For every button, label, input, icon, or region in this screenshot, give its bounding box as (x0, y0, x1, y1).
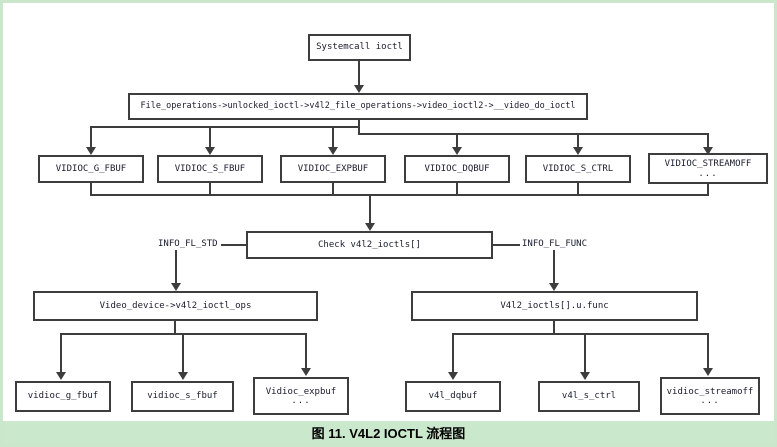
connector (577, 183, 579, 196)
ellipsis-label: ... (291, 396, 311, 407)
connector (358, 61, 360, 86)
node-label: VIDIOC_S_FBUF (174, 163, 246, 174)
connector (358, 133, 709, 135)
connector (332, 183, 334, 196)
arrowhead-down-icon (448, 372, 458, 380)
connector (456, 183, 458, 196)
node-label: VIDIOC_S_CTRL (542, 163, 614, 174)
connector (553, 321, 555, 334)
connector (209, 126, 211, 148)
branch-label-info-fl-func: INFO_FL_FUNC (522, 239, 588, 249)
connector (553, 250, 555, 285)
node-label: Check v4l2_ioctls[] (318, 239, 421, 250)
arrowhead-down-icon (703, 147, 713, 155)
node-label: vidioc_s_fbuf (147, 391, 218, 402)
arrowhead-down-icon (365, 223, 375, 231)
node-label: vidioc_g_fbuf (27, 391, 99, 402)
node-label: File_operations->unlocked_ioctl->v4l2_fi… (140, 101, 576, 112)
node-label: vidioc_streamoff (666, 386, 754, 397)
ellipsis-label: ... (698, 168, 718, 179)
arrowhead-down-icon (328, 147, 338, 155)
node-vidioc-s-ctrl-cmd: VIDIOC_S_CTRL (525, 155, 631, 183)
node-vidioc-s-fbuf-handler: vidioc_s_fbuf (131, 381, 234, 412)
node-vidioc-g-fbuf-cmd: VIDIOC_G_FBUF (38, 155, 144, 183)
node-vidioc-streamoff-cmd: VIDIOC_STREAMOFF ... (648, 153, 768, 184)
arrowhead-down-icon (452, 147, 462, 155)
connector (175, 250, 177, 285)
connector (332, 126, 334, 148)
node-label: v4l_s_ctrl (561, 391, 617, 402)
arrowhead-down-icon (56, 372, 66, 380)
connector (452, 333, 708, 335)
node-vidioc-g-fbuf-handler: vidioc_g_fbuf (15, 381, 111, 412)
connector (707, 184, 709, 196)
node-video-device-ioctl-ops: Video_device->v4l2_ioctl_ops (33, 291, 318, 321)
node-vidioc-expbuf-handler: Vidioc_expbuf ... (253, 377, 349, 415)
node-label: v4l_dqbuf (428, 391, 478, 402)
connector (577, 133, 579, 148)
arrowhead-down-icon (205, 147, 215, 155)
arrowhead-down-icon (549, 283, 559, 291)
connector (452, 333, 454, 373)
connector (91, 126, 360, 128)
connector (90, 126, 92, 148)
node-label: Vidioc_expbuf (265, 386, 337, 397)
ellipsis-label: ... (700, 396, 720, 407)
node-vidioc-expbuf-cmd: VIDIOC_EXPBUF (280, 155, 386, 183)
connector (456, 133, 458, 148)
node-label: VIDIOC_G_FBUF (55, 163, 127, 174)
figure-caption-bar: 图 11. V4L2 IOCTL 流程图 (3, 421, 774, 444)
node-label: V4l2_ioctls[].u.func (500, 300, 609, 311)
connector (493, 244, 520, 246)
connector (707, 333, 709, 369)
connector (221, 244, 246, 246)
connector (305, 333, 307, 369)
node-systemcall-ioctl: Systemcall ioctl (308, 34, 411, 61)
figure-caption: 图 11. V4L2 IOCTL 流程图 (311, 426, 466, 441)
connector (60, 333, 62, 373)
connector (209, 183, 211, 196)
node-label: Video_device->v4l2_ioctl_ops (99, 300, 252, 311)
node-file-operations-dispatch: File_operations->unlocked_ioctl->v4l2_fi… (128, 93, 588, 120)
node-v4l-dqbuf-handler: v4l_dqbuf (405, 381, 501, 412)
arrowhead-down-icon (178, 372, 188, 380)
connector (707, 133, 709, 148)
connector (182, 333, 184, 373)
connector (90, 194, 709, 196)
arrowhead-down-icon (354, 85, 364, 93)
node-check-v4l2-ioctls: Check v4l2_ioctls[] (246, 231, 493, 259)
connector (90, 183, 92, 196)
node-label: Systemcall ioctl (316, 42, 403, 53)
node-label: VIDIOC_EXPBUF (297, 163, 369, 174)
arrowhead-down-icon (573, 147, 583, 155)
branch-label-info-fl-std: INFO_FL_STD (158, 239, 218, 249)
arrowhead-down-icon (86, 147, 96, 155)
connector (584, 333, 586, 373)
node-label: VIDIOC_DQBUF (424, 163, 490, 174)
node-label: VIDIOC_STREAMOFF (664, 159, 752, 170)
arrowhead-down-icon (301, 368, 311, 376)
node-v4l-s-ctrl-handler: v4l_s_ctrl (538, 381, 640, 412)
node-vidioc-s-fbuf-cmd: VIDIOC_S_FBUF (157, 155, 263, 183)
node-vidioc-dqbuf-cmd: VIDIOC_DQBUF (404, 155, 510, 183)
connector (369, 194, 371, 224)
arrowhead-down-icon (703, 368, 713, 376)
node-vidioc-streamoff-handler: vidioc_streamoff ... (660, 377, 760, 415)
node-v4l2-ioctls-u-func: V4l2_ioctls[].u.func (411, 291, 698, 321)
arrowhead-down-icon (171, 283, 181, 291)
connector (174, 321, 176, 334)
arrowhead-down-icon (580, 372, 590, 380)
